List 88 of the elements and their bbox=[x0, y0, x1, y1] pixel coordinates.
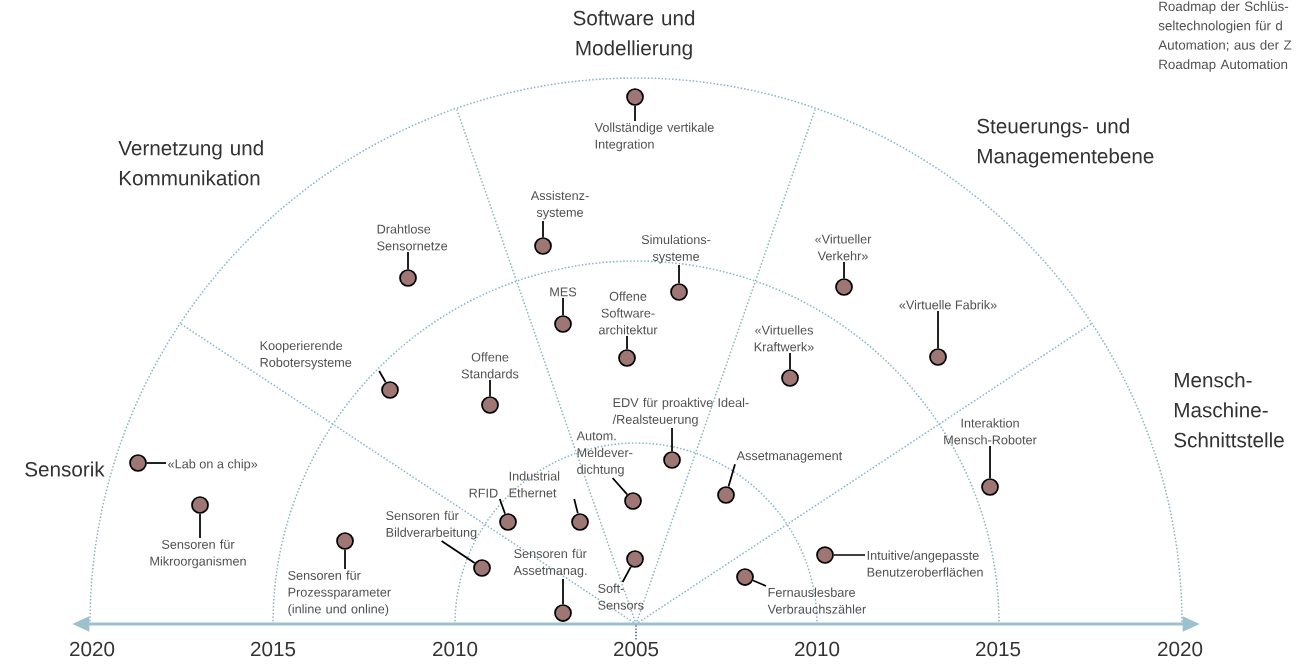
note-text: Roadmap der Schlüs- seltechnologien für d Automation; aus der Z Roadmap Automation bbox=[1158, 1, 1292, 72]
milestone-label: Sensoren für Prozessparameter (inline und online) bbox=[288, 570, 391, 616]
milestone-label: Vollständige vertikale Integration bbox=[594, 122, 714, 152]
milestone-label: «Virtuelles Kraftwerk» bbox=[754, 325, 814, 352]
leader-line bbox=[626, 335, 628, 350]
leader-line bbox=[634, 105, 636, 122]
category-title: Vernetzung und Kommunikation bbox=[118, 140, 263, 186]
milestone-label: «Lab on a chip» bbox=[168, 459, 258, 471]
milestone-dot bbox=[618, 349, 636, 367]
milestone-dot bbox=[191, 496, 209, 514]
leader-line bbox=[752, 579, 767, 587]
leader-line bbox=[727, 463, 736, 488]
milestone-dot bbox=[473, 559, 491, 577]
year-label: 2015 bbox=[976, 641, 1021, 657]
leader-line bbox=[789, 352, 791, 370]
leader-line bbox=[611, 477, 628, 496]
milestone-label: Drahtlose Sensornetze bbox=[377, 224, 448, 251]
leader-line bbox=[440, 540, 476, 564]
leader-line bbox=[146, 462, 167, 464]
milestone-label: Intuitive/angepasste Benutzeroberflächen bbox=[867, 550, 983, 577]
leader-line bbox=[573, 498, 579, 515]
milestone-label: Interaktion Mensch-Roboter bbox=[944, 418, 1037, 445]
year-label: 2010 bbox=[433, 641, 478, 657]
milestone-label: Industrial Ethernet bbox=[509, 471, 560, 498]
leader-line bbox=[344, 549, 346, 570]
category-title: Mensch- Maschine- Schnittstelle bbox=[1174, 372, 1284, 448]
leader-line bbox=[843, 261, 845, 279]
milestone-dot bbox=[736, 568, 754, 586]
milestone-dot bbox=[554, 315, 572, 333]
milestone-label: «Virtueller Verkehr» bbox=[815, 234, 872, 261]
leader-line bbox=[562, 578, 564, 605]
year-label: 2015 bbox=[251, 641, 296, 657]
milestone-dot bbox=[670, 283, 688, 301]
leader-line bbox=[678, 264, 680, 284]
milestone-dot bbox=[816, 546, 834, 564]
leader-line bbox=[833, 554, 866, 556]
milestone-label: EDV für proaktive Ideal-/Realsteuerung bbox=[612, 397, 749, 427]
leader-line bbox=[989, 445, 991, 479]
year-label: 2005 bbox=[614, 641, 659, 657]
milestone-dot bbox=[835, 278, 853, 296]
milestone-label: Offene Standards bbox=[461, 352, 519, 379]
year-label: 2020 bbox=[1158, 641, 1203, 657]
leader-line bbox=[562, 297, 564, 316]
milestone-dot bbox=[399, 269, 417, 287]
milestone-label: «Virtuelle Fabrik» bbox=[899, 300, 997, 310]
milestone-dot bbox=[554, 604, 572, 622]
milestone-dot bbox=[499, 513, 517, 531]
milestone-dot bbox=[626, 88, 644, 106]
milestone-dot bbox=[781, 369, 799, 387]
year-label: 2010 bbox=[795, 641, 840, 657]
leader-line bbox=[407, 251, 409, 270]
milestone-label: Simulations- systeme bbox=[641, 234, 711, 264]
leader-line bbox=[542, 220, 544, 238]
milestone-label: RFID bbox=[469, 488, 498, 498]
milestone-dot bbox=[481, 396, 499, 414]
leader-line bbox=[621, 565, 632, 583]
leader-line bbox=[671, 427, 673, 452]
leader-line bbox=[937, 310, 939, 349]
milestone-dot bbox=[571, 513, 589, 531]
milestone-label: Autom. Meldever- dichtung bbox=[576, 431, 633, 477]
milestone-dot bbox=[129, 454, 147, 472]
milestone-label: MES bbox=[550, 287, 577, 297]
category-title: Sensorik bbox=[25, 461, 105, 477]
milestone-dot bbox=[534, 237, 552, 255]
milestone-dot bbox=[336, 532, 354, 550]
milestone-label: Assetmanagement bbox=[736, 451, 843, 463]
category-title: Software und Modellierung bbox=[573, 10, 695, 60]
leader-line bbox=[498, 498, 506, 515]
milestone-label: Sensoren für Bildverarbeitung bbox=[386, 510, 477, 540]
milestone-dot bbox=[929, 348, 947, 366]
milestone-label: Assistenz- systeme bbox=[530, 190, 589, 220]
milestone-dot bbox=[981, 478, 999, 496]
milestone-dot bbox=[624, 492, 642, 510]
leader-line bbox=[378, 370, 387, 384]
milestone-label: Sensoren für Mikroorganismen bbox=[150, 539, 246, 569]
milestone-label: Sensoren für Assetmanag. bbox=[513, 548, 587, 578]
milestone-dot bbox=[626, 550, 644, 568]
milestone-label: Offene Software- architektur bbox=[599, 291, 658, 335]
milestone-dot bbox=[381, 381, 399, 399]
milestone-label: Kooperierende Robotersysteme bbox=[260, 340, 352, 370]
milestone-label: Soft- Sensors bbox=[598, 583, 644, 610]
milestone-label: Fernauslesbare Verbrauchszähler bbox=[767, 587, 866, 614]
leader-line bbox=[199, 513, 201, 539]
category-title: Steuerungs- und Managementebene bbox=[977, 118, 1154, 168]
milestone-dot bbox=[663, 451, 681, 469]
milestone-dot bbox=[717, 486, 735, 504]
leader-line bbox=[489, 379, 491, 397]
year-label: 2020 bbox=[70, 641, 115, 657]
